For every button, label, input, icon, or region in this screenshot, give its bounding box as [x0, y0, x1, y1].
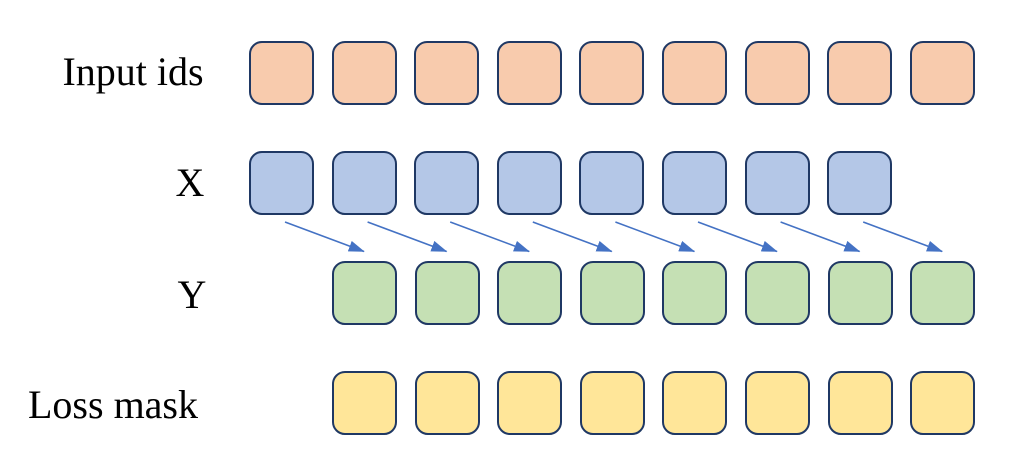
token-box-y: [745, 261, 810, 325]
token-box-x: [249, 151, 314, 215]
token-box-loss-mask: [414, 371, 480, 435]
row-label-x: X: [175, 160, 205, 205]
row-label-y: Y: [177, 272, 207, 317]
token-box-loss-mask: [332, 371, 397, 435]
token-box-input-ids: [414, 41, 480, 105]
shift-arrow-icon: [367, 221, 448, 253]
token-box-y: [579, 261, 645, 325]
token-box-loss-mask: [745, 371, 810, 435]
token-box-loss-mask: [662, 371, 728, 435]
token-box-y: [827, 261, 893, 325]
token-box-y: [497, 261, 563, 325]
token-box-y: [910, 261, 976, 325]
shift-arrow-icon: [532, 221, 613, 253]
token-box-y: [662, 261, 728, 325]
token-box-input-ids: [662, 41, 727, 105]
token-box-x: [827, 151, 893, 215]
shift-arrow-icon: [284, 221, 365, 253]
token-box-loss-mask: [579, 371, 645, 435]
token-box-loss-mask: [910, 371, 976, 435]
row-label-loss-mask: Loss mask: [28, 382, 198, 427]
token-box-input-ids: [827, 41, 893, 105]
token-box-input-ids: [496, 41, 562, 105]
token-box-x: [662, 151, 727, 215]
token-box-y: [414, 261, 480, 325]
token-box-input-ids: [579, 41, 645, 105]
token-box-x: [744, 151, 810, 215]
token-box-loss-mask: [827, 371, 893, 435]
token-box-input-ids: [331, 41, 397, 105]
shift-arrow-icon: [615, 221, 696, 253]
shift-arrow-icon: [780, 221, 861, 253]
token-box-x: [579, 151, 645, 215]
token-box-input-ids: [249, 41, 314, 105]
shift-arrow-icon: [697, 221, 778, 253]
token-box-loss-mask: [497, 371, 563, 435]
token-box-x: [496, 151, 562, 215]
token-box-input-ids: [909, 41, 975, 105]
token-box-input-ids: [744, 41, 810, 105]
token-box-x: [331, 151, 397, 215]
shift-arrow-icon: [862, 221, 943, 253]
shift-arrow-icon: [449, 221, 530, 253]
row-label-input-ids: Input ids: [62, 49, 204, 94]
token-box-x: [414, 151, 480, 215]
token-box-y: [332, 261, 397, 325]
